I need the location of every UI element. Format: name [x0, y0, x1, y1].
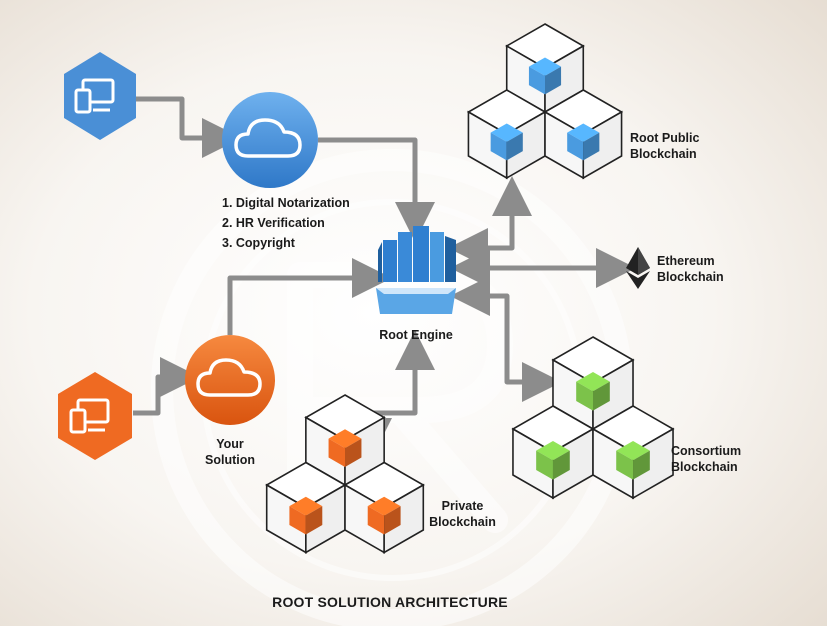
private-line: Private — [441, 499, 484, 513]
private-blockchain-label: Private Blockchain — [420, 498, 505, 530]
private-blockchain-cubes — [265, 394, 425, 554]
ethereum-logo-icon — [626, 247, 650, 289]
devices-icon — [58, 372, 132, 460]
connector-cloud-to-engine — [318, 137, 435, 242]
connector-client-to-cloud — [135, 96, 242, 158]
consortium-blockchain-cubes — [511, 336, 675, 500]
services-list: 1. Digital Notarization 2. HR Verificati… — [222, 193, 350, 253]
connector-solution-to-engine — [227, 258, 392, 335]
cloud-icon — [222, 92, 318, 188]
service-item: 1. Digital Notarization — [222, 196, 350, 210]
ethereum-line: Blockchain — [657, 270, 724, 284]
private-line: Blockchain — [429, 515, 496, 529]
your-solution-line: Your — [216, 437, 244, 451]
blockchain-cube — [543, 89, 624, 180]
ethereum-line: Ethereum — [657, 254, 715, 268]
your-solution-label: Your Solution — [190, 436, 270, 468]
root-public-blockchain-cubes — [466, 23, 624, 180]
root-engine-label: Root Engine — [379, 328, 453, 342]
consortium-blockchain-label: Consortium Blockchain — [671, 443, 741, 475]
service-item: 3. Copyright — [222, 236, 295, 250]
blockchain-cube — [511, 405, 595, 500]
blockchain-cube — [591, 405, 675, 500]
connector-client2-to-solution — [133, 357, 200, 416]
your-solution-line: Solution — [205, 453, 255, 467]
devices-icon — [64, 52, 136, 140]
database-server-icon — [376, 226, 456, 314]
blockchain-cube — [343, 461, 425, 554]
ethereum-blockchain-label: Ethereum Blockchain — [657, 253, 724, 285]
root-public-line: Root Public — [630, 131, 700, 145]
diagram-title: ROOT SOLUTION ARCHITECTURE — [272, 594, 508, 610]
root-public-line: Blockchain — [630, 147, 697, 161]
consortium-line: Consortium — [671, 444, 742, 458]
root-public-blockchain-label: Root Public Blockchain — [630, 130, 699, 162]
service-item: 2. HR Verification — [222, 216, 325, 230]
cloud-icon — [185, 335, 275, 425]
blockchain-cube — [466, 89, 547, 180]
consortium-line: Blockchain — [671, 460, 738, 474]
connector-engine-consortium — [450, 276, 562, 402]
